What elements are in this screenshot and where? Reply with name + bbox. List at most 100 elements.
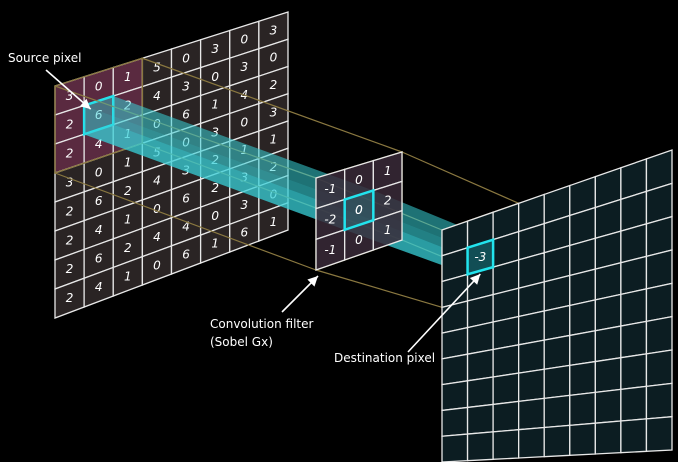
destination-pixel-highlight [466, 237, 495, 276]
frame-edge [54, 172, 317, 271]
beam-face [84, 124, 374, 230]
destination-cell [441, 353, 469, 386]
source-cell-value: 0 [211, 70, 219, 84]
destination-cell [620, 320, 648, 359]
destination-cell [594, 261, 622, 301]
filter-label-line1: Convolution filter [210, 317, 313, 331]
destination-cell [569, 422, 596, 457]
beam-face [113, 96, 374, 221]
source-cell-value: 0 [211, 209, 219, 223]
filter-cell-value: 0 [355, 233, 363, 247]
source-cell-value: 0 [182, 135, 190, 149]
destination-cell [441, 433, 469, 462]
source-cell-value: 5 [153, 61, 161, 75]
source-cell-value: 3 [270, 105, 278, 119]
source-cell-value: 4 [153, 230, 161, 244]
source-cell-value: 2 [66, 262, 74, 276]
destination-cell [466, 431, 494, 462]
source-cell-value: 4 [95, 223, 103, 237]
arrow-line [407, 273, 481, 353]
annotation-labels: Source pixel Convolution filter (Sobel G… [8, 51, 435, 365]
destination-cell [466, 321, 494, 355]
destination-cell [466, 348, 494, 382]
source-cell-value: 2 [66, 204, 74, 218]
filter-cell-value: 0 [355, 173, 363, 187]
filter-center-value: 0 [355, 203, 363, 217]
destination-cell [466, 403, 494, 435]
frame-edge [54, 85, 317, 179]
source-cell-value: 6 [95, 194, 103, 208]
source-cell-value: 1 [124, 212, 132, 226]
source-cell-value: 2 [66, 147, 74, 161]
source-cell-value: 0 [95, 79, 103, 93]
destination-cell [645, 382, 673, 420]
source-cell-value: 2 [66, 233, 74, 247]
source-cell-value: 2 [124, 241, 132, 255]
destination-cell [492, 344, 520, 378]
source-cell-value: 0 [153, 117, 161, 131]
source-cell-value: 3 [240, 198, 248, 212]
source-cell-value: 0 [240, 33, 248, 47]
destination-cell [543, 334, 571, 371]
source-cell-value: 4 [153, 174, 161, 188]
source-cell-value: 0 [182, 51, 190, 65]
destination-cell [569, 391, 596, 427]
frame-edge [315, 269, 443, 308]
source-cell [258, 201, 289, 242]
filter-cell-value: 2 [384, 194, 392, 208]
destination-pixel-label: Destination pixel [334, 351, 435, 365]
destination-cell [518, 368, 545, 403]
source-cell-value: 2 [211, 153, 219, 167]
source-cell-value: 2 [124, 99, 132, 113]
destination-cell [594, 388, 622, 424]
source-cell-value: 6 [95, 108, 103, 122]
destination-cell [620, 288, 648, 327]
arrow-head [307, 276, 318, 287]
destination-cell [441, 326, 469, 360]
source-cell-value: 2 [66, 291, 74, 305]
destination-cell [594, 293, 622, 332]
destination-cell [645, 315, 673, 355]
destination-cell [492, 400, 520, 433]
destination-cell [492, 315, 520, 351]
destination-pixel-value: -3 [474, 250, 486, 264]
source-cell-value: 4 [95, 280, 103, 294]
source-cell-value: 6 [182, 107, 190, 121]
source-cell-value: 6 [240, 226, 248, 240]
source-cell-value: 1 [211, 98, 219, 112]
frame-edge [401, 151, 519, 204]
source-cell-value: 0 [240, 115, 248, 129]
source-cell-value: 3 [66, 175, 74, 189]
destination-cell [466, 376, 494, 409]
source-cell-value: 3 [240, 60, 248, 74]
destination-cell [645, 415, 673, 453]
destination-cell [594, 420, 622, 455]
source-cell-value: 1 [124, 269, 132, 283]
source-cell-value: 3 [182, 79, 190, 93]
filter-cell [372, 209, 403, 251]
destination-cell [645, 249, 673, 290]
destination-cell [441, 406, 469, 437]
source-pixel-label: Source pixel [8, 51, 81, 65]
source-cell-value: 0 [95, 165, 103, 179]
source-cell-value: 3 [270, 23, 278, 37]
source-cell-value: 6 [95, 251, 103, 265]
source-cell-value: 1 [270, 215, 278, 229]
destination-cell [620, 353, 648, 391]
source-cell-value: 1 [211, 237, 219, 251]
destination-cell [518, 397, 545, 431]
destination-cell [569, 360, 596, 397]
destination-cell [569, 268, 596, 307]
filter-cell-value: -1 [324, 182, 336, 196]
destination-cell [518, 310, 545, 346]
destination-cell [518, 339, 545, 374]
filter-cell-value: -2 [324, 212, 336, 226]
filter-cell-value: 1 [384, 223, 392, 237]
arrow-head [469, 274, 481, 285]
destination-image-grid: -3 [441, 149, 673, 462]
source-cell-value: 4 [153, 89, 161, 103]
destination-cell [645, 349, 673, 388]
destination-cell [492, 428, 520, 461]
source-cell-value: 0 [153, 202, 161, 216]
